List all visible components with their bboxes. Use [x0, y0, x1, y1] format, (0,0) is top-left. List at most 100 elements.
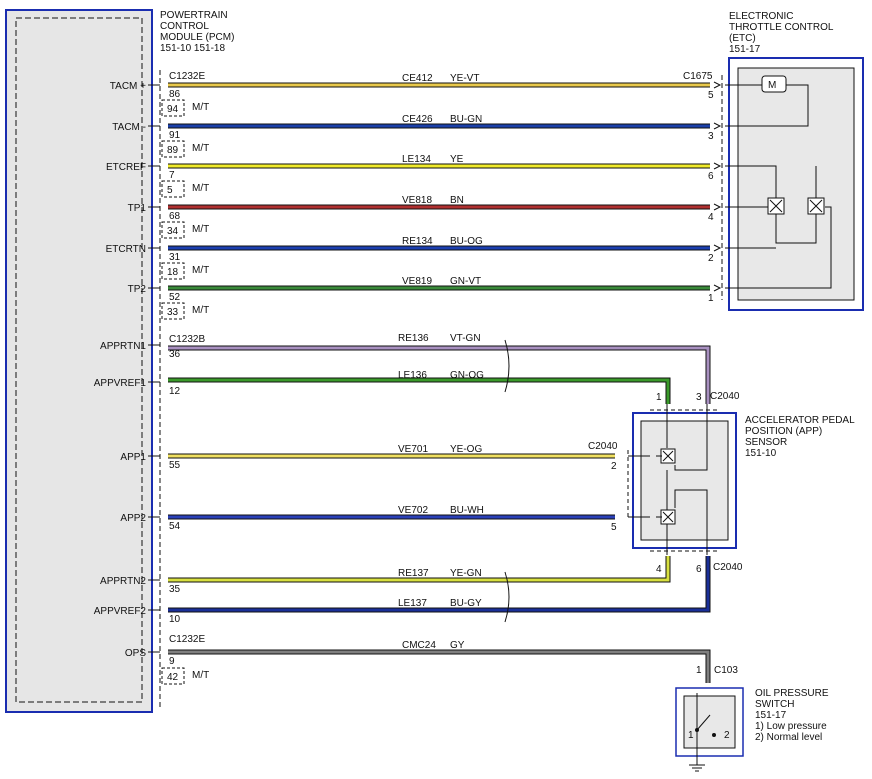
pcm-pin-apprtn1: 36	[169, 349, 181, 360]
circuit-label-app2: VE702	[398, 505, 428, 516]
etc-connector-mark-tp1	[713, 203, 722, 211]
etc-connector-mark-tacm	[713, 122, 722, 130]
pcm-module-frame	[5, 9, 153, 713]
pcm-pin-appvref1: 12	[169, 386, 181, 397]
signal-label-app2: APP2	[120, 513, 146, 524]
app1-sensor-icon	[660, 448, 676, 464]
pcm-pin-tp2: 52	[169, 292, 181, 303]
wire-outline-appvref2	[168, 556, 711, 613]
etc-title-line2: THROTTLE CONTROL	[729, 22, 834, 33]
pcm-pin-tacm: 86	[169, 89, 181, 100]
mt-label-tacm: M/T	[192, 102, 209, 113]
circuit-label-app1: VE701	[398, 444, 428, 455]
circuit-label-etcrtn: RE134	[402, 236, 433, 247]
mt-box-tp1	[161, 221, 185, 239]
app-title-line2: POSITION (APP)	[745, 426, 822, 437]
app-title-line1: ACCELERATOR PEDAL	[745, 415, 855, 426]
signal-label-etcref: ETCREF	[106, 162, 146, 173]
signal-label-apprtn1: APPRTN1	[100, 341, 146, 352]
mt-pin-etcrtn: 18	[167, 267, 179, 278]
connector-c2040-top: C2040	[710, 391, 740, 402]
color-label-tp2: GN-VT	[450, 276, 481, 287]
mt-box-etcref	[161, 180, 185, 198]
pcm-title-line2: CONTROL	[160, 21, 209, 32]
etc-pin-tp1: 4	[708, 212, 714, 223]
mt-pin-tp1: 34	[167, 226, 179, 237]
pcm-pin-app1: 55	[169, 460, 181, 471]
pcm-pin-etcrtn: 31	[169, 252, 181, 263]
mt-pin-etcref: 5	[167, 185, 173, 196]
color-label-ops: GY	[450, 640, 465, 651]
ops-title-line1: OIL PRESSURE	[755, 688, 829, 699]
mt-pin-tacm: 89	[167, 145, 179, 156]
mt-box-tacm	[161, 99, 185, 117]
connector-c1232e-bottom: C1232E	[169, 634, 205, 645]
color-label-app1: YE-OG	[450, 444, 482, 455]
circuit-label-ops: CMC24	[402, 640, 436, 651]
pcm-title-line3: MODULE (PCM)	[160, 32, 234, 43]
circuit-label-tp2: VE819	[402, 276, 432, 287]
ops-title-line2: SWITCH	[755, 699, 794, 710]
etc-pin-etcref: 6	[708, 171, 714, 182]
etc-connector-mark-etcref	[713, 162, 722, 170]
circuit-label-apprtn1: RE136	[398, 333, 429, 344]
mt-label-etcrtn: M/T	[192, 265, 209, 276]
tp2-sensor-icon	[807, 197, 825, 215]
twisted-pair-marker-2	[504, 571, 510, 623]
mt-label-ops: M/T	[192, 670, 209, 681]
color-label-etcrtn: BU-OG	[450, 236, 483, 247]
circuit-label-appvref2: LE137	[398, 598, 427, 609]
ops-title-line5: 2) Normal level	[755, 732, 822, 743]
wire-ops	[168, 650, 710, 683]
color-label-tp1: BN	[450, 195, 464, 206]
etc-internal-wiring	[725, 84, 832, 289]
svg-text:M: M	[768, 80, 776, 91]
ops-title-line4: 1) Low pressure	[755, 721, 827, 732]
mt-pin-tp2: 33	[167, 307, 179, 318]
tp1-sensor-icon	[767, 197, 785, 215]
ground-icon	[689, 764, 705, 772]
signal-label-tp2: TP2	[128, 284, 147, 295]
mt-box-ops	[161, 667, 185, 685]
color-label-apprtn1: VT-GN	[450, 333, 481, 344]
signal-label-tacm: TACM -	[112, 122, 146, 133]
app-title-line4: 151-10	[745, 448, 777, 459]
signal-label-appvref1: APPVREF1	[94, 378, 147, 389]
etc-module-inner	[737, 67, 855, 301]
wire-apprtn1	[168, 346, 710, 404]
etc-connector-mark-tp2	[713, 284, 722, 292]
circuit-label-etcref: LE134	[402, 154, 431, 165]
connector-c1675: C1675	[683, 71, 713, 82]
mt-label-tacm: M/T	[192, 143, 209, 154]
app-pin-appvref1: 1	[656, 392, 662, 403]
mt-box-etcrtn	[161, 262, 185, 280]
connector-c103: C103	[714, 665, 738, 676]
mt-pin-ops: 42	[167, 672, 179, 683]
circuit-label-apprtn2: RE137	[398, 568, 429, 579]
ops-switch-icon	[695, 693, 716, 765]
pcm-title-line1: POWERTRAIN	[160, 10, 228, 21]
wire-appvref2	[168, 556, 710, 612]
signal-label-app1: APP1	[120, 452, 146, 463]
motor-icon: M	[761, 75, 787, 93]
pcm-pin-apprtn2: 35	[169, 584, 181, 595]
etc-pin-tacm: 5	[708, 90, 714, 101]
circuit-label-appvref1: LE136	[398, 370, 427, 381]
signal-label-ops: OPS	[125, 648, 146, 659]
app-pin-app1: 2	[611, 461, 617, 472]
app-title-line3: SENSOR	[745, 437, 787, 448]
color-label-appvref1: GN-OG	[450, 370, 484, 381]
pcm-module-inner	[15, 17, 143, 703]
ops-inner	[683, 695, 736, 749]
app-pin-appvref2: 6	[696, 564, 702, 575]
connector-c2040-app1: C2040	[588, 441, 618, 452]
mt-label-tp2: M/T	[192, 305, 209, 316]
app-pin-apprtn2: 4	[656, 564, 662, 575]
mt-label-etcref: M/T	[192, 183, 209, 194]
pcm-pin-tacm: 91	[169, 130, 181, 141]
color-label-appvref2: BU-GY	[450, 598, 482, 609]
connector-c1232e-top: C1232E	[169, 71, 205, 82]
